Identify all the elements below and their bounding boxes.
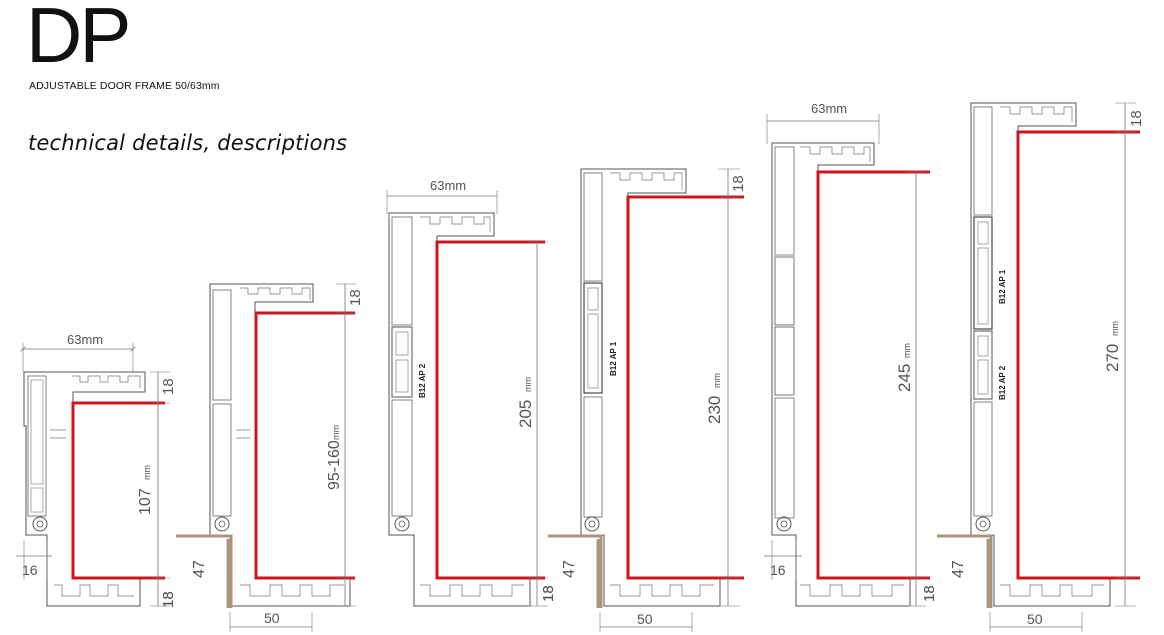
bottom-dimension-4: 18 xyxy=(540,585,557,602)
height-dimension-2: 95-160 xyxy=(326,440,343,490)
width-dimension-3: 63mm xyxy=(430,178,466,193)
width-dimension-1: 63mm xyxy=(67,332,103,347)
height-unit-6: mm xyxy=(1110,321,1120,336)
bottom-dimension-5: 18 xyxy=(921,585,938,602)
casing-dimension-6: 47 xyxy=(950,560,967,578)
bottom-dimension-3: 18 xyxy=(540,585,557,602)
left-dimension-5: 16 xyxy=(770,562,786,578)
bottom-dimension-2: 18 xyxy=(160,591,177,608)
depth-dimension-2: 50 xyxy=(264,610,280,626)
brand-logo: DP xyxy=(26,0,131,79)
extension-label-3: B12 AP 2 xyxy=(418,363,427,398)
bottom-dimension-1: 18 xyxy=(160,591,177,608)
depth-dimension-4: 50 xyxy=(637,611,653,627)
section-title: technical details, descriptions xyxy=(28,131,348,155)
top-offset-dimension-1: 18 xyxy=(160,378,177,395)
height-dimension-5: 245 xyxy=(895,364,914,392)
variant-4: B12 AP 1 18 230 mm 18 47 50 xyxy=(540,168,747,632)
top-offset-dimension-6: 18 xyxy=(1128,110,1145,127)
depth-dimension-6: 50 xyxy=(1027,611,1043,627)
height-unit-3: mm xyxy=(523,377,533,392)
width-dimension-5: 63mm xyxy=(811,101,847,116)
variant-3: 63mm B12 AP 2 205 mm 18 xyxy=(386,178,557,607)
bottom-dimension-6: 18 xyxy=(921,585,938,602)
product-subtitle: ADJUSTABLE DOOR FRAME 50/63mm xyxy=(29,80,220,92)
height-unit-2: mm xyxy=(331,425,341,440)
variant-2: 18 95-160 mm 18 47 50 xyxy=(160,283,364,632)
left-dimension-1: 16 xyxy=(22,562,38,578)
height-dimension-4: 230 xyxy=(705,396,724,424)
variant-1: 63mm 18 107 mm 18 16 xyxy=(16,332,177,608)
casing-dimension-4: 47 xyxy=(561,560,578,578)
height-dimension-1: 107 xyxy=(137,488,154,515)
top-offset-dimension-4: 18 xyxy=(730,175,747,192)
variant-5: 63mm 245 mm 18 16 xyxy=(764,101,938,607)
extension-label-6b: B12 AP 2 xyxy=(998,365,1007,400)
extension-label-6a: B12 AP 1 xyxy=(998,269,1007,304)
height-unit-4: mm xyxy=(712,373,722,388)
height-dimension-6: 270 xyxy=(1103,344,1122,372)
extension-label-4: B12 AP 1 xyxy=(609,341,618,376)
variant-6: B12 AP 1 B12 AP 2 18 270 mm 18 47 50 xyxy=(921,102,1145,632)
height-unit-1: mm xyxy=(142,465,152,480)
height-dimension-3: 205 xyxy=(516,400,535,428)
height-unit-5: mm xyxy=(902,343,912,358)
casing-dimension-2: 47 xyxy=(191,560,208,578)
top-offset-dimension-2: 18 xyxy=(347,289,364,306)
